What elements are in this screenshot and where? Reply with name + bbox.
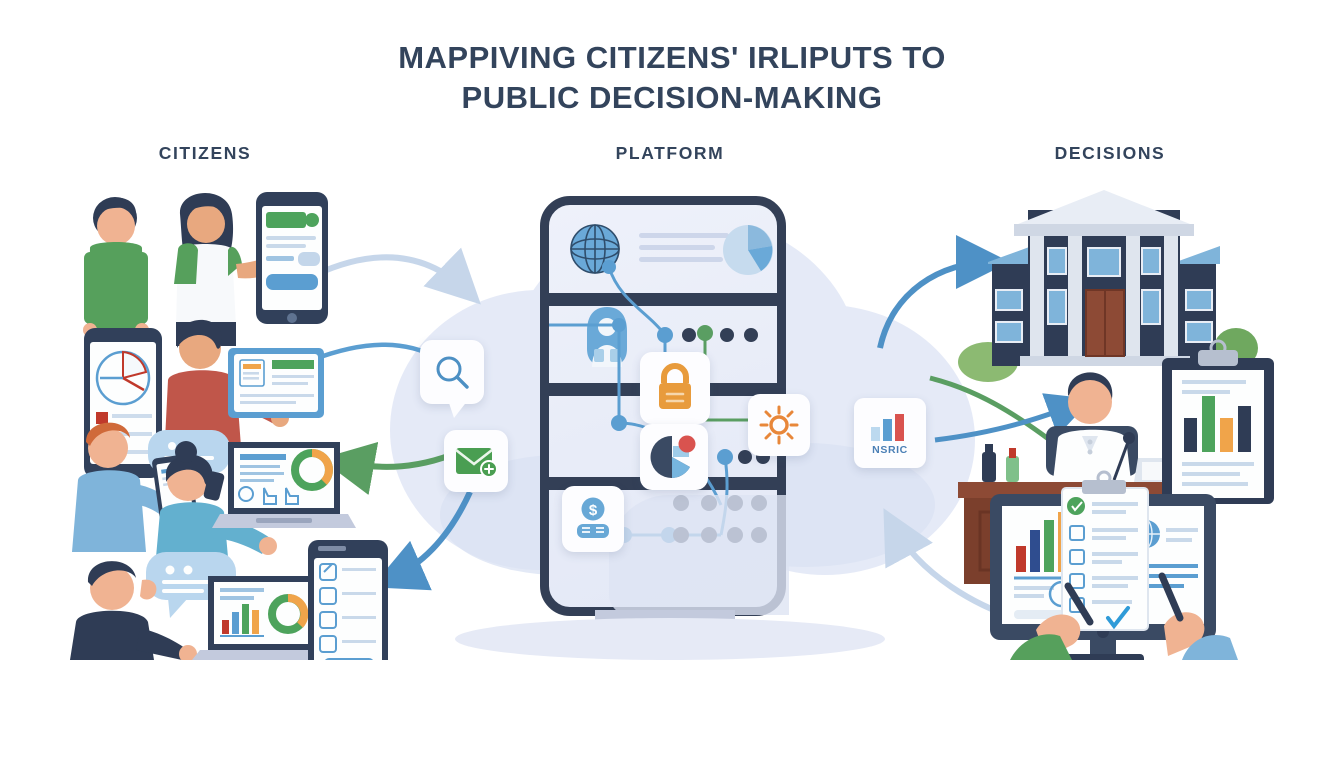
search-icon (436, 356, 469, 389)
pie-chart-icon (723, 225, 773, 275)
laptop-bar-chart (220, 604, 264, 637)
nsric-badge-card[interactable]: NSRIC (854, 398, 926, 468)
search-card-tail (448, 400, 468, 418)
review-monitor (990, 494, 1216, 660)
arrow-citizens-to-platform (313, 247, 481, 305)
clipboard-bar-chart (1184, 396, 1251, 452)
checklist-clipboard (1061, 470, 1149, 631)
sun-icon (759, 405, 799, 445)
column-heading-decisions: DECISIONS (1054, 143, 1166, 163)
lock-icon-card[interactable] (640, 352, 710, 424)
decisions-scene (958, 190, 1274, 660)
citizen-person-2 (174, 192, 292, 346)
column-heading-platform: PLATFORM (615, 143, 725, 163)
hand-left-with-pen (1010, 582, 1094, 660)
citizen-tablet-1 (228, 348, 324, 418)
mail-icon-card[interactable] (444, 430, 508, 492)
citizen-person-4 (72, 422, 179, 552)
citizen-phone-1 (256, 192, 328, 324)
citizen-person-5 (154, 441, 277, 580)
pie-chart-icon (650, 435, 696, 478)
search-icon-card[interactable] (420, 340, 484, 404)
bar-chart-icon (871, 413, 904, 441)
government-building (988, 190, 1220, 366)
arrow-platform-to-decisions (877, 235, 1010, 349)
lock-icon (659, 363, 691, 409)
sun-icon-card[interactable] (748, 394, 810, 456)
arrow-podium-to-platform (934, 393, 1093, 443)
citizens-scene (70, 192, 388, 660)
svg-text:$: $ (589, 502, 598, 519)
device-shadow (455, 618, 885, 660)
money-icon: $ (577, 497, 609, 538)
official-at-podium (1046, 372, 1186, 490)
page-title: MAPPIVING CITIZENS' IRLIPUTS TO PUBLIC D… (0, 38, 1344, 117)
citizen-phone-checklist (308, 540, 388, 660)
citizen-person-6 (70, 561, 197, 660)
pie-chart-icon-card[interactable] (640, 424, 708, 490)
citizen-laptop-1 (212, 442, 356, 528)
money-icon-card[interactable]: $ (562, 486, 624, 552)
hand-right-with-pen (1158, 572, 1238, 660)
title-line-1: MAPPIVING CITIZENS' IRLIPUTS TO (398, 40, 946, 75)
title-line-2: PUBLIC DECISION-MAKING (461, 79, 883, 115)
device-divider-1 (549, 293, 777, 306)
clipboard-report (1162, 339, 1274, 504)
citizen-laptop-2 (192, 576, 352, 660)
column-heading-citizens: CITIZENS (158, 143, 252, 163)
arrow-platform-to-citizens-lower (371, 490, 473, 591)
mail-icon (455, 448, 497, 477)
nsric-badge-label: NSRIC (872, 443, 908, 456)
device-screen-sheen (609, 495, 789, 615)
